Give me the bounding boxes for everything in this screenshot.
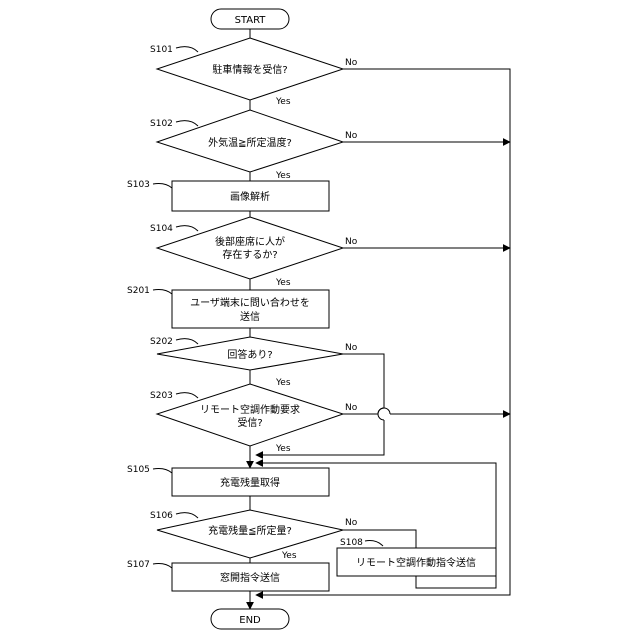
step-leader-s108 bbox=[365, 541, 383, 546]
step-label-s103: S103 bbox=[127, 180, 150, 190]
step-leader-s105 bbox=[153, 469, 172, 474]
decision-s106-label: 充電残量≦所定量? bbox=[208, 524, 292, 537]
step-leader-s104 bbox=[176, 226, 198, 231]
decision-s104 bbox=[157, 217, 343, 279]
decision-s202-label: 回答あり? bbox=[227, 348, 272, 361]
step-label-s107: S107 bbox=[127, 560, 150, 570]
process-s108-label: リモート空調作動指令送信 bbox=[356, 556, 476, 569]
branch-s104-yes: Yes bbox=[275, 278, 291, 288]
process-s103-label: 画像解析 bbox=[230, 190, 270, 203]
step-leader-s103 bbox=[153, 184, 172, 189]
connector-s202-no bbox=[343, 354, 384, 408]
branch-s101-no: No bbox=[345, 58, 358, 68]
step-leader-s202 bbox=[176, 339, 198, 344]
branch-s202-no: No bbox=[345, 343, 358, 353]
step-leader-s106 bbox=[176, 513, 198, 518]
decision-s101-label: 駐車情報を受信? bbox=[212, 63, 287, 76]
step-label-s108: S108 bbox=[340, 538, 363, 548]
step-label-s106: S106 bbox=[150, 511, 173, 521]
connector-s203-no-hop bbox=[378, 408, 390, 414]
branch-s203-yes: Yes bbox=[275, 444, 291, 454]
step-label-s101: S101 bbox=[150, 45, 173, 55]
decision-s203-label-line2: 受信? bbox=[237, 417, 262, 429]
step-leader-s102 bbox=[176, 121, 198, 126]
step-leader-s107 bbox=[153, 564, 172, 569]
step-label-s104: S104 bbox=[150, 224, 173, 234]
step-label-s102: S102 bbox=[150, 119, 173, 129]
step-label-s202: S202 bbox=[150, 337, 173, 347]
end-label: END bbox=[239, 615, 261, 626]
branch-s101-yes: Yes bbox=[275, 97, 291, 107]
branch-s102-no: No bbox=[345, 131, 358, 141]
branch-s104-no: No bbox=[345, 237, 358, 247]
step-leader-s203 bbox=[176, 393, 198, 398]
connector-s202-no-hop bbox=[378, 408, 384, 420]
decision-s203-label-line1: リモート空調作動要求 bbox=[200, 403, 300, 416]
branch-s203-no: No bbox=[345, 403, 358, 413]
process-s201-label-line1: ユーザ端末に問い合わせを bbox=[190, 296, 310, 309]
step-leader-s101 bbox=[176, 47, 198, 52]
decision-s102-label: 外気温≧所定温度? bbox=[208, 136, 292, 149]
process-s201-label-line2: 送信 bbox=[240, 310, 260, 323]
step-leader-s201 bbox=[153, 290, 172, 295]
start-label: START bbox=[235, 15, 267, 26]
decision-s104-label-line2: 存在するか? bbox=[222, 248, 277, 261]
step-label-s203: S203 bbox=[150, 391, 173, 401]
step-label-s105: S105 bbox=[127, 465, 150, 475]
branch-s202-yes: Yes bbox=[275, 378, 291, 388]
branch-s106-yes: Yes bbox=[281, 551, 297, 561]
branch-s102-yes: Yes bbox=[275, 171, 291, 181]
decision-s104-label-line1: 後部座席に人が bbox=[215, 235, 285, 248]
process-s105-label: 充電残量取得 bbox=[220, 476, 280, 489]
step-label-s201: S201 bbox=[127, 286, 150, 296]
branch-s106-no: No bbox=[345, 518, 358, 528]
process-s107-label: 窓開指令送信 bbox=[220, 571, 280, 584]
